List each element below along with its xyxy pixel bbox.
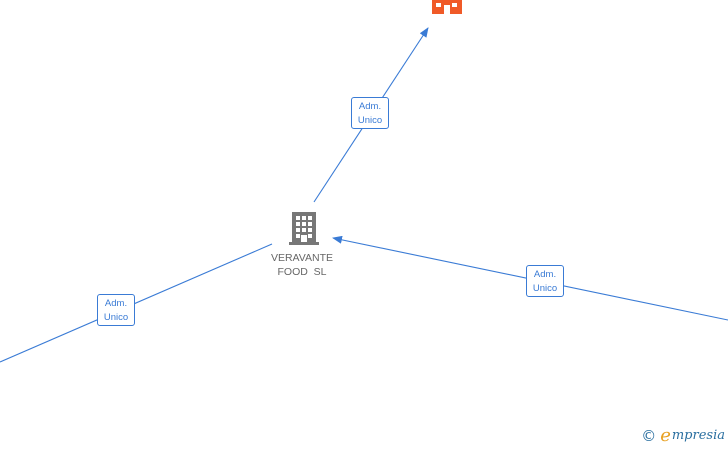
edge-left (0, 243, 273, 363)
company-name-line1: VERAVANTE (270, 252, 334, 264)
edge-label-role-detail: Unico (532, 283, 558, 294)
company-node-label[interactable]: VERAVANTE FOOD SL (262, 251, 342, 279)
company-name-line2: FOOD SL (277, 266, 327, 278)
edge-label-left[interactable]: Adm. Unico (97, 294, 135, 326)
edge-label-right[interactable]: Adm. Unico (526, 265, 564, 297)
edge-label-role-detail: Unico (357, 115, 383, 126)
building-icon[interactable] (289, 212, 319, 245)
edge-label-role: Adm. (104, 298, 128, 309)
edge-label-role-detail: Unico (103, 312, 129, 323)
edge-label-top[interactable]: Adm. Unico (351, 97, 389, 129)
empresia-logo: © e mpresia (641, 425, 725, 446)
brand-e: e (660, 425, 671, 446)
brand-name: mpresia (671, 428, 725, 443)
edge-label-role: Adm. (358, 101, 382, 112)
edge-label-role: Adm. (533, 269, 557, 280)
copyright-icon: © (641, 426, 657, 445)
top-node-building-icon[interactable] (432, 0, 462, 14)
